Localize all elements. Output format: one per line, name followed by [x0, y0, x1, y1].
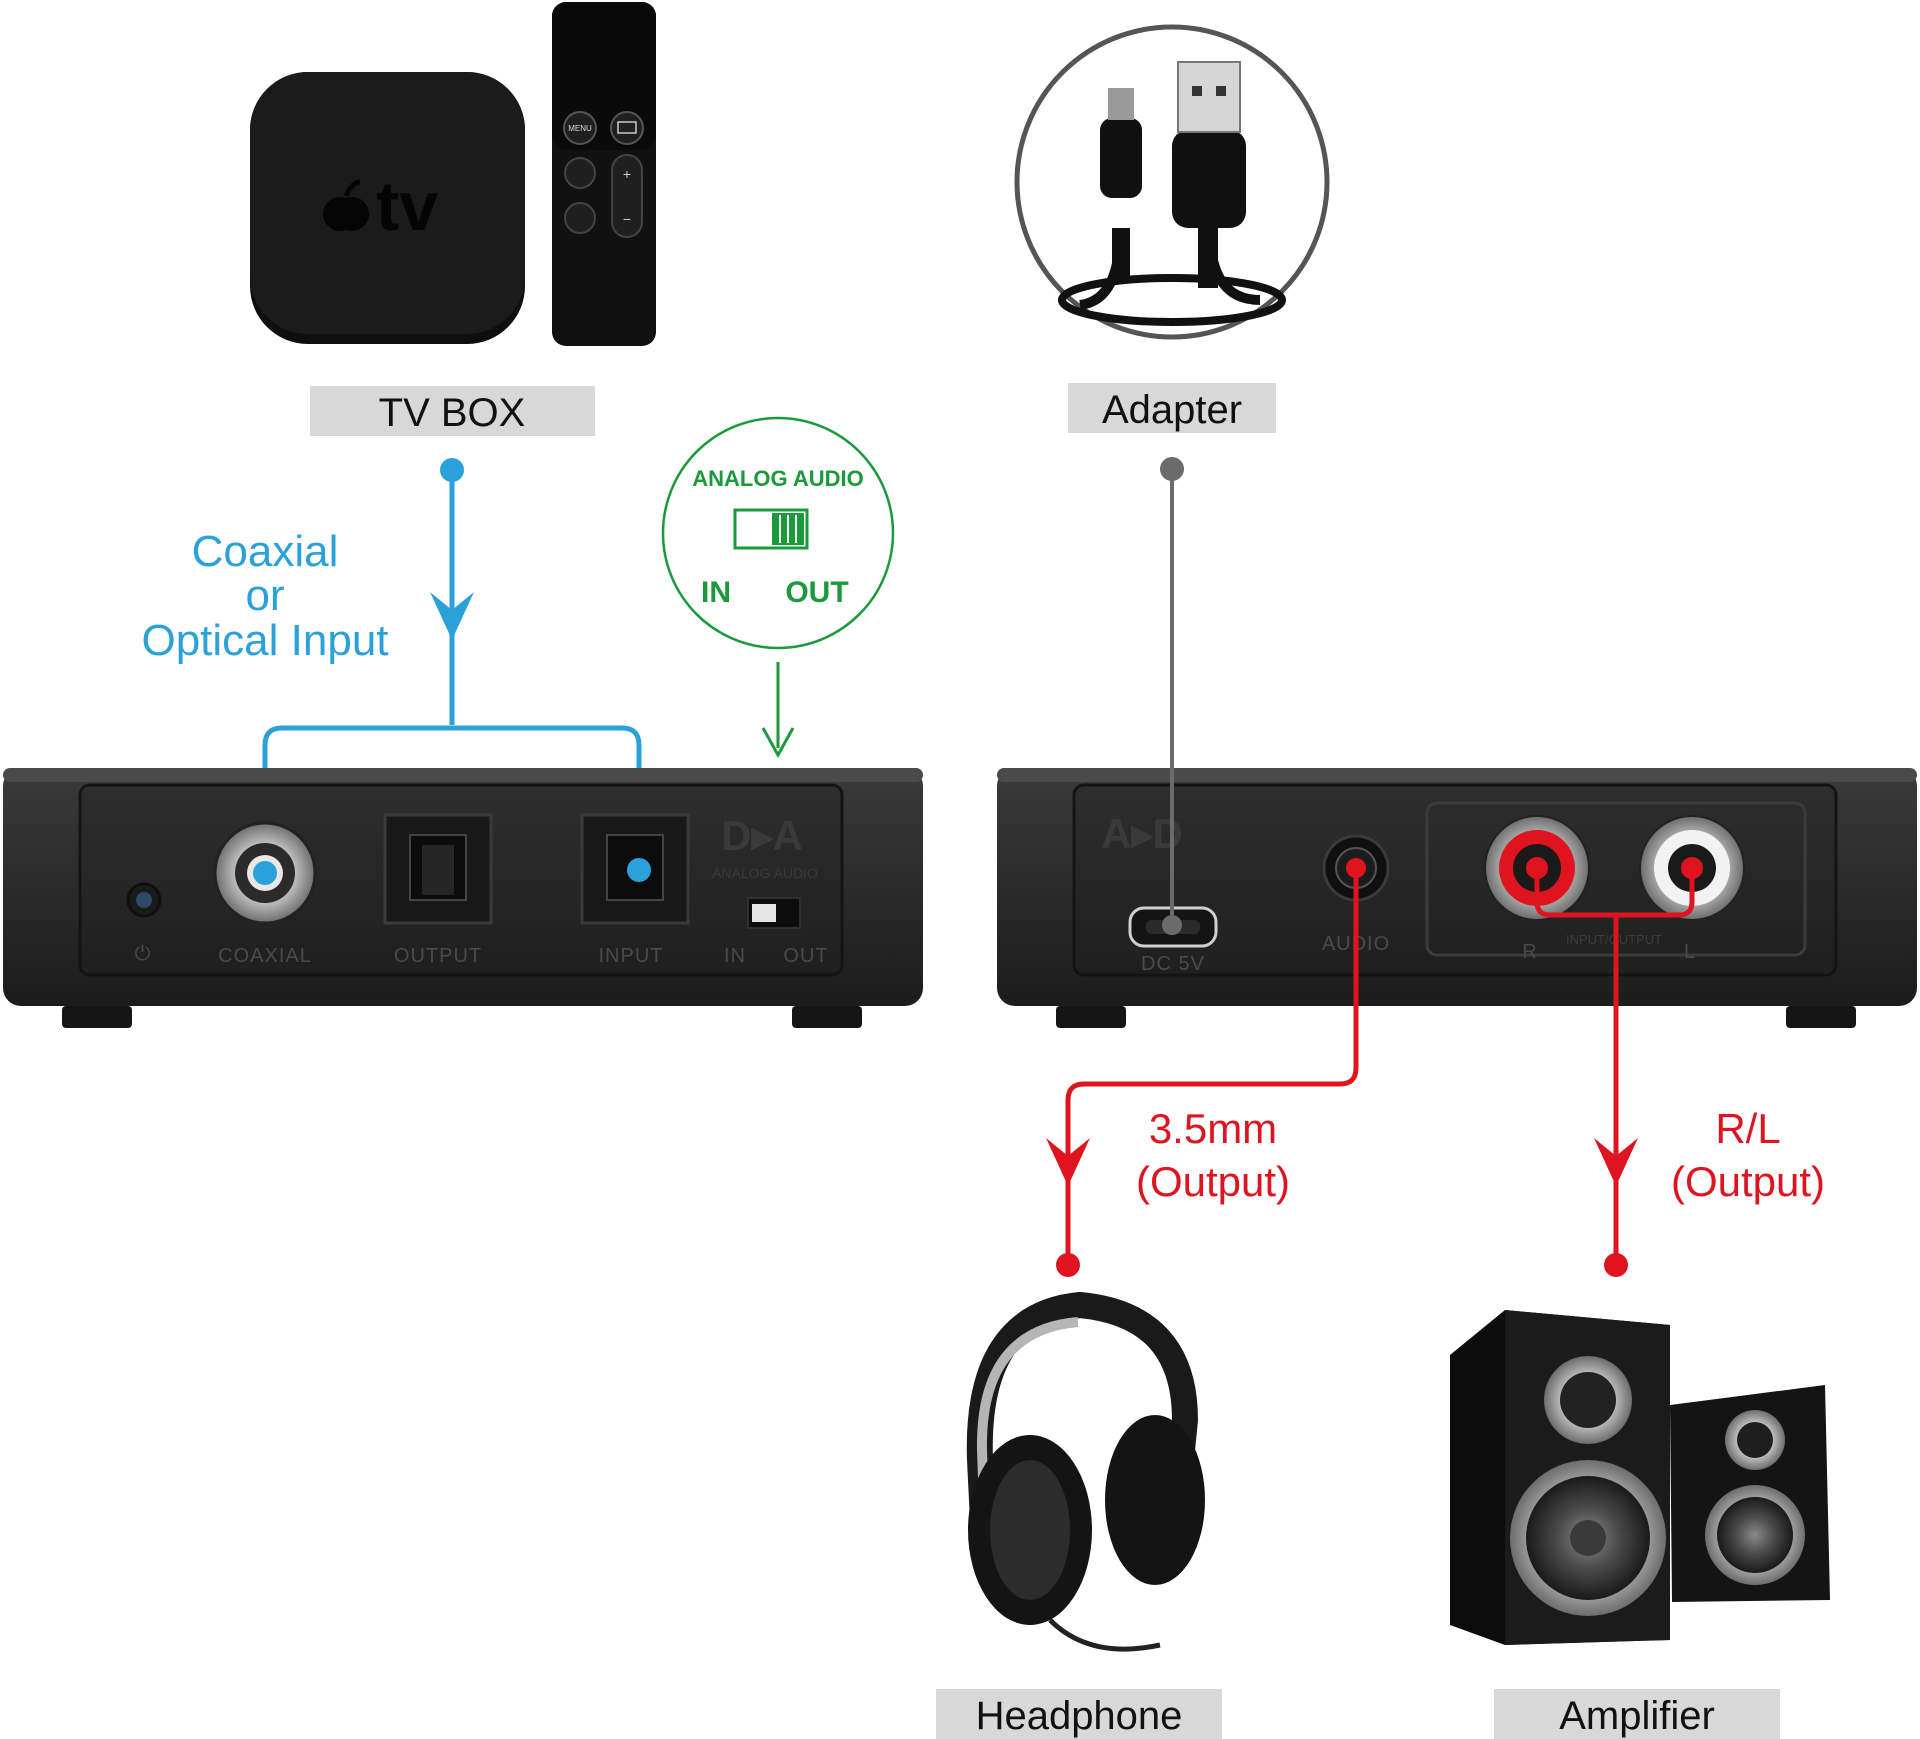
- output-rl-line: [1534, 868, 1695, 1277]
- coaxial-port: [213, 821, 317, 925]
- mic-button: [564, 157, 596, 189]
- left-device-rear-panel: ⏻ COAXIAL OUTPUT INPUT D▸A ANALOG AUDIO …: [3, 768, 923, 1028]
- svg-text:3.5mm: 3.5mm: [1149, 1105, 1277, 1152]
- remote-control: MENU + −: [552, 2, 656, 346]
- optical-input-port-label: INPUT: [599, 945, 664, 967]
- headphone-label: Headphone: [936, 1689, 1222, 1739]
- input-arrow-icon: [430, 592, 474, 640]
- apple-logo-icon: [323, 179, 369, 231]
- svg-text:Adapter: Adapter: [1102, 388, 1242, 432]
- switch-in-label: IN: [724, 945, 746, 967]
- analog-audio-switch: [747, 897, 801, 929]
- svg-text:Headphone: Headphone: [976, 1694, 1183, 1738]
- svg-text:ANALOG AUDIO: ANALOG AUDIO: [692, 466, 864, 491]
- dc-5v-label: DC 5V: [1141, 953, 1205, 975]
- rca-l-label: L: [1684, 941, 1696, 963]
- input-connection-line: [262, 458, 642, 870]
- power-button: [126, 882, 162, 918]
- coaxial-port-label: COAXIAL: [218, 945, 312, 967]
- d-to-a-badge: D▸A: [721, 812, 803, 859]
- power-connection-line: [1160, 457, 1184, 935]
- rca-r-label: R: [1522, 941, 1537, 963]
- tv-box-label: TV BOX: [310, 386, 595, 436]
- remote-menu-label: MENU: [568, 124, 592, 133]
- analog-audio-badge-label: ANALOG AUDIO: [712, 865, 818, 881]
- output-3-5mm-line: [1046, 868, 1359, 1277]
- power-icon: ⏻: [135, 943, 152, 965]
- svg-text:OUT: OUT: [785, 576, 848, 609]
- tv-box-logo-text: tv: [376, 167, 438, 245]
- switch-arrow-icon: [761, 727, 795, 759]
- switch-icon: [733, 508, 809, 550]
- svg-text:−: −: [623, 211, 631, 227]
- right-device-rear-panel: A▸D DC 5V AUDIO R L INPUT/OUTPUT: [997, 768, 1917, 1028]
- tv-button: [610, 111, 644, 145]
- input-annotation: Coaxial or Optical Input: [141, 527, 388, 665]
- svg-text:Coaxial: Coaxial: [192, 527, 339, 576]
- adapter-label: Adapter: [1068, 383, 1276, 433]
- headphone-image: [966, 1291, 1205, 1652]
- output-rl-arrow-icon: [1594, 1138, 1638, 1186]
- tv-box-device: tv: [250, 72, 525, 344]
- play-pause-button: [564, 202, 596, 234]
- svg-text:Amplifier: Amplifier: [1559, 1694, 1715, 1738]
- optical-output-port: [383, 813, 493, 925]
- small-speaker: [1670, 1385, 1830, 1602]
- optical-output-port-label: OUTPUT: [394, 945, 482, 967]
- switch-out-label: OUT: [783, 945, 828, 967]
- output-rl-annotation: R/L (Output): [1671, 1105, 1825, 1205]
- amplifier-speakers-image: [1450, 1310, 1830, 1645]
- output-3-5mm-arrow-icon: [1046, 1138, 1090, 1186]
- usb-cable-icon: [1058, 61, 1286, 326]
- svg-text:Optical Input: Optical Input: [141, 616, 388, 665]
- svg-text:or: or: [245, 571, 284, 620]
- large-speaker: [1450, 1310, 1670, 1645]
- optical-input-port: [580, 813, 690, 925]
- menu-button: [563, 111, 597, 145]
- output-3-5mm-annotation: 3.5mm (Output): [1136, 1105, 1290, 1205]
- svg-text:+: +: [623, 166, 631, 182]
- svg-text:(Output): (Output): [1136, 1158, 1290, 1205]
- a-to-d-badge: A▸D: [1101, 810, 1183, 857]
- analog-audio-switch-callout: ANALOG AUDIO IN OUT: [661, 416, 895, 759]
- svg-text:R/L: R/L: [1715, 1105, 1780, 1152]
- svg-text:IN: IN: [701, 576, 731, 609]
- svg-text:TV BOX: TV BOX: [379, 391, 526, 435]
- svg-text:(Output): (Output): [1671, 1158, 1825, 1205]
- adapter-cable-image: [1014, 24, 1330, 340]
- amplifier-label: Amplifier: [1494, 1689, 1780, 1739]
- volume-rocker: [611, 154, 643, 238]
